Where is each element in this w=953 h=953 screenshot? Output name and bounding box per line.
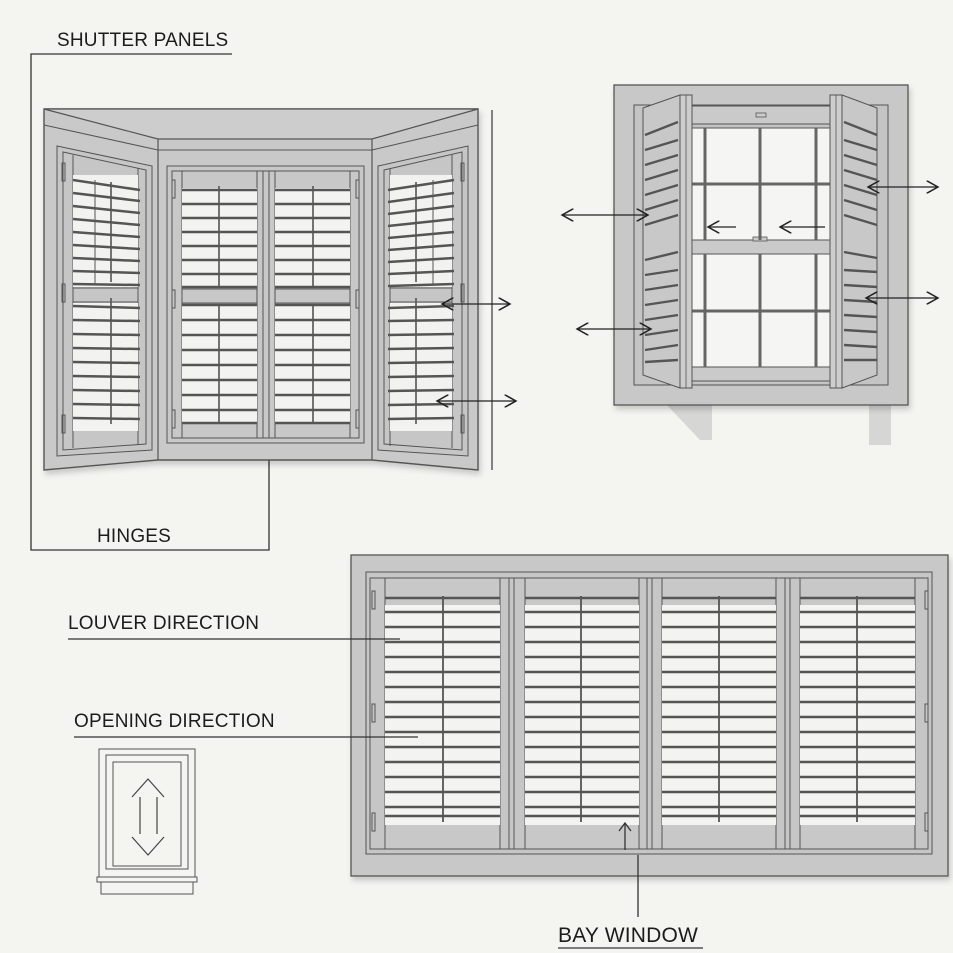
hinge-icon	[61, 414, 66, 434]
hinge-icon	[924, 703, 929, 723]
hinge-icon	[171, 289, 176, 309]
hinges-label: HINGES	[97, 526, 172, 547]
hinge-icon	[371, 590, 376, 610]
open-shutters-figure	[613, 84, 909, 445]
left-angled-shutter	[56, 145, 153, 457]
louvers-left-upper	[72, 175, 141, 287]
opening-direction-icon	[96, 748, 198, 895]
hinge-icon	[924, 590, 929, 610]
center-shutter-pair	[166, 165, 365, 444]
hinge-icon	[355, 289, 360, 309]
hinge-icon	[61, 283, 66, 303]
tilt-rods	[442, 596, 858, 822]
shutter-panels-leader	[30, 53, 270, 551]
shutter-panel	[524, 577, 640, 850]
louver-direction-label: LOUVER DIRECTION	[68, 613, 260, 634]
opening-direction-label: OPENING DIRECTION	[74, 711, 275, 732]
four-panel-shutters-figure	[350, 554, 949, 877]
label-leaders	[68, 638, 703, 949]
hinge-icon	[371, 812, 376, 832]
louvers-left-lower	[72, 298, 141, 431]
hinge-icon	[371, 703, 376, 723]
hinge-icon	[355, 179, 360, 199]
right-angled-shutter	[377, 145, 469, 457]
double-arrow-icon	[437, 304, 516, 401]
shutter-panels-label: SHUTTER PANELS	[57, 30, 229, 51]
hinge-icon	[460, 414, 465, 434]
hinge-icon	[61, 162, 66, 182]
hinge-icon	[355, 409, 360, 429]
bay-window-label: BAY WINDOW	[558, 924, 699, 947]
hinge-icon	[924, 812, 929, 832]
opening-arrows-icon	[562, 187, 938, 329]
hinge-icon	[460, 162, 465, 182]
hinge-icon	[171, 409, 176, 429]
hinge-icon	[171, 179, 176, 199]
